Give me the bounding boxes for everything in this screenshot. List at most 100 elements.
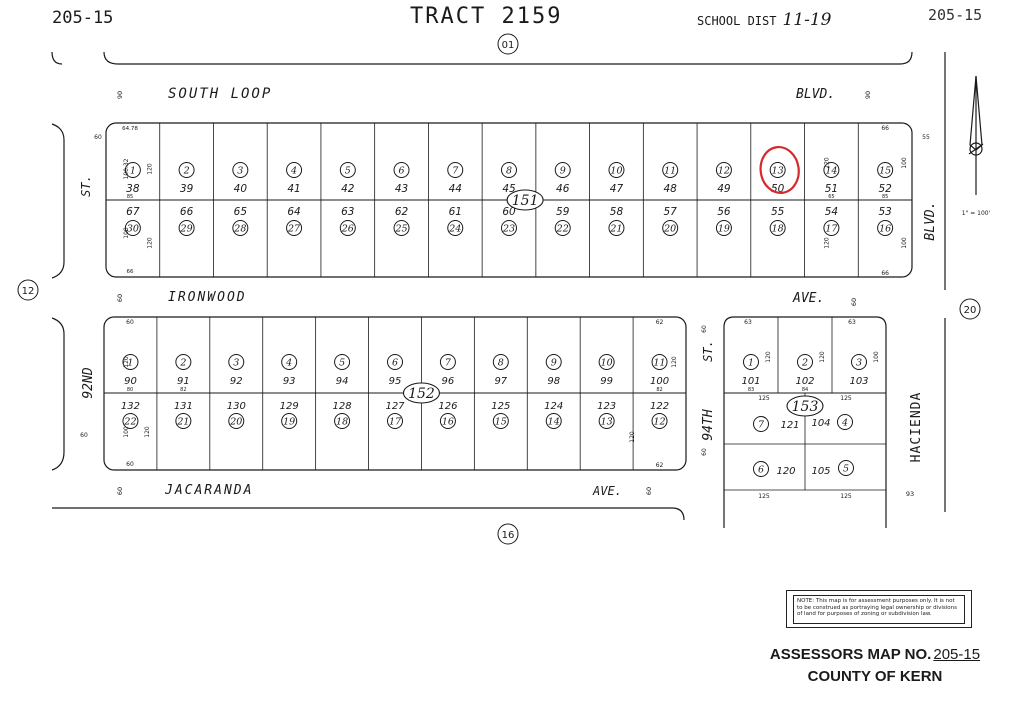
block-151-lot-43: 43: [395, 183, 408, 195]
block-151-lot-49: 49: [717, 183, 731, 195]
block-152-parcel-15-circle: [492, 413, 509, 429]
block-151-parcel-12-circle: [715, 162, 732, 178]
block-151-parcel-10: 10: [610, 166, 622, 177]
block-152-lot-92: 92: [230, 376, 243, 387]
block-152-parcel-9-circle: [545, 354, 562, 370]
block-151-lot-47: 47: [610, 183, 624, 195]
block-151-parcel-30-circle: [124, 220, 141, 236]
block-153-parcel-6-circle: [753, 461, 769, 477]
dim-62: 62: [656, 462, 664, 469]
block-151-parcel-3-circle: [232, 162, 249, 178]
block-151-lot-45: 45: [502, 183, 516, 195]
block-152-parcel-2: 2: [179, 358, 186, 369]
highlight-parcel-13: [759, 145, 800, 195]
block-152-lot-125: 125: [491, 401, 510, 412]
block-151-parcel-15-circle: [877, 162, 894, 178]
street-st-left: ST.: [79, 175, 93, 197]
block-152-parcel-13-circle: [598, 413, 615, 429]
block-153-parcel-6: 6: [758, 465, 764, 476]
page-ref-01: 01: [502, 40, 515, 51]
block-151-lot-41: 41: [287, 183, 300, 195]
block-151-parcel-16: 16: [879, 224, 891, 235]
block-152-parcel-5: 5: [339, 358, 345, 369]
block-151-lot-40: 40: [234, 183, 248, 195]
block-151-lot-53: 53: [878, 206, 891, 218]
block-152-parcel-4-circle: [281, 354, 298, 370]
street-ironwood: IRONWOOD: [168, 290, 247, 305]
dim-82: 82: [180, 387, 186, 393]
block-153-parcel-7: 7: [758, 420, 765, 431]
block-151-lot-46: 46: [556, 183, 570, 195]
dim-60: 60: [645, 487, 653, 495]
dim-120: 120: [824, 157, 831, 169]
page-id-left: 205-15: [52, 8, 114, 28]
block-151-lot-52: 52: [878, 183, 892, 195]
block-152-parcel-18-circle: [334, 413, 351, 429]
block-151-lot-38: 38: [126, 183, 140, 195]
street-jacaranda: JACARANDA: [164, 483, 253, 498]
block-151-parcel-28: 28: [233, 224, 246, 235]
block-152-lot-124: 124: [544, 401, 563, 412]
block-151-parcel-29: 29: [180, 224, 193, 235]
block-151-parcel-20: 20: [663, 224, 676, 235]
block-151-parcel-17: 17: [825, 224, 838, 235]
block-151-lot-65: 65: [234, 206, 248, 218]
block-152-parcel-20: 20: [229, 417, 242, 428]
block-151-parcel-23: 23: [502, 224, 515, 235]
block-152-lot-123: 123: [597, 401, 616, 412]
dim-60: 60: [116, 294, 124, 302]
block-152-parcel-19-circle: [281, 413, 298, 429]
dim-66: 66: [881, 270, 889, 277]
block-151-lot-59: 59: [556, 206, 570, 218]
block-152-parcel-1-circle: [122, 354, 139, 370]
dim-93: 93: [906, 490, 914, 498]
block-153-lot-121: 121: [780, 420, 799, 431]
block-151-label: 151: [512, 193, 539, 209]
block-153-parcel-7-circle: [753, 416, 769, 432]
block-152-parcel-6: 6: [392, 358, 398, 369]
street-st-94: ST.: [701, 340, 715, 362]
block-151-parcel-26-circle: [339, 220, 356, 236]
page-ref-20: 20: [964, 305, 977, 316]
block-152-parcel-21-circle: [175, 413, 192, 429]
block-152-parcel-14-circle: [545, 413, 562, 429]
page-ref-01-circle: [497, 33, 519, 55]
street-hacienda: HACIENDA: [909, 392, 924, 463]
block-152-lot-127: 127: [385, 401, 405, 412]
dim-120: 120: [144, 426, 151, 438]
block-152-lot-94: 94: [336, 376, 349, 387]
block-151-lot-55: 55: [771, 206, 785, 218]
block-151-lot-63: 63: [341, 206, 354, 218]
block-152-parcel-19: 19: [283, 417, 295, 428]
block-152-parcel-1: 1: [127, 358, 133, 369]
block-151-parcel-2: 2: [183, 166, 190, 177]
block-151-parcel-8-circle: [501, 162, 517, 178]
block-152-parcel-11-circle: [651, 354, 668, 370]
block-151-lot-54: 54: [825, 206, 838, 218]
block-152-lot-99: 99: [600, 376, 613, 387]
block-152-lot-95: 95: [389, 376, 402, 387]
block-153-outline: [723, 316, 887, 528]
block-151-parcel-29-circle: [178, 220, 195, 236]
block-152-parcel-4: 4: [285, 358, 292, 369]
block-153-parcel-2-circle: [797, 354, 813, 370]
block-151-parcel-19-circle: [715, 220, 732, 236]
block-152-parcel-8: 8: [498, 358, 504, 369]
block-151-lot-61: 61: [449, 206, 462, 218]
page-id-right: 205-15: [928, 6, 983, 24]
block-153-parcel-5: 5: [843, 464, 849, 475]
block-151-parcel-11: 11: [664, 166, 676, 177]
dim-120: 120: [824, 237, 831, 249]
dim-125: 125: [840, 493, 852, 500]
dim-120: 120: [147, 237, 154, 249]
block-152-parcel-12: 12: [653, 417, 665, 428]
block-152-lot-130: 130: [227, 401, 246, 412]
assessment-notice: NOTE: This map is for assessment purpose…: [786, 590, 972, 628]
dim-63: 63: [744, 319, 752, 326]
dim-60: 60: [126, 319, 134, 326]
block-153-lot-102: 102: [795, 376, 814, 387]
block-151-parcel-23-circle: [501, 220, 517, 236]
dim-63: 63: [848, 319, 856, 326]
dim-60: 60: [80, 432, 88, 439]
block-151-parcel-16-circle: [877, 220, 894, 236]
